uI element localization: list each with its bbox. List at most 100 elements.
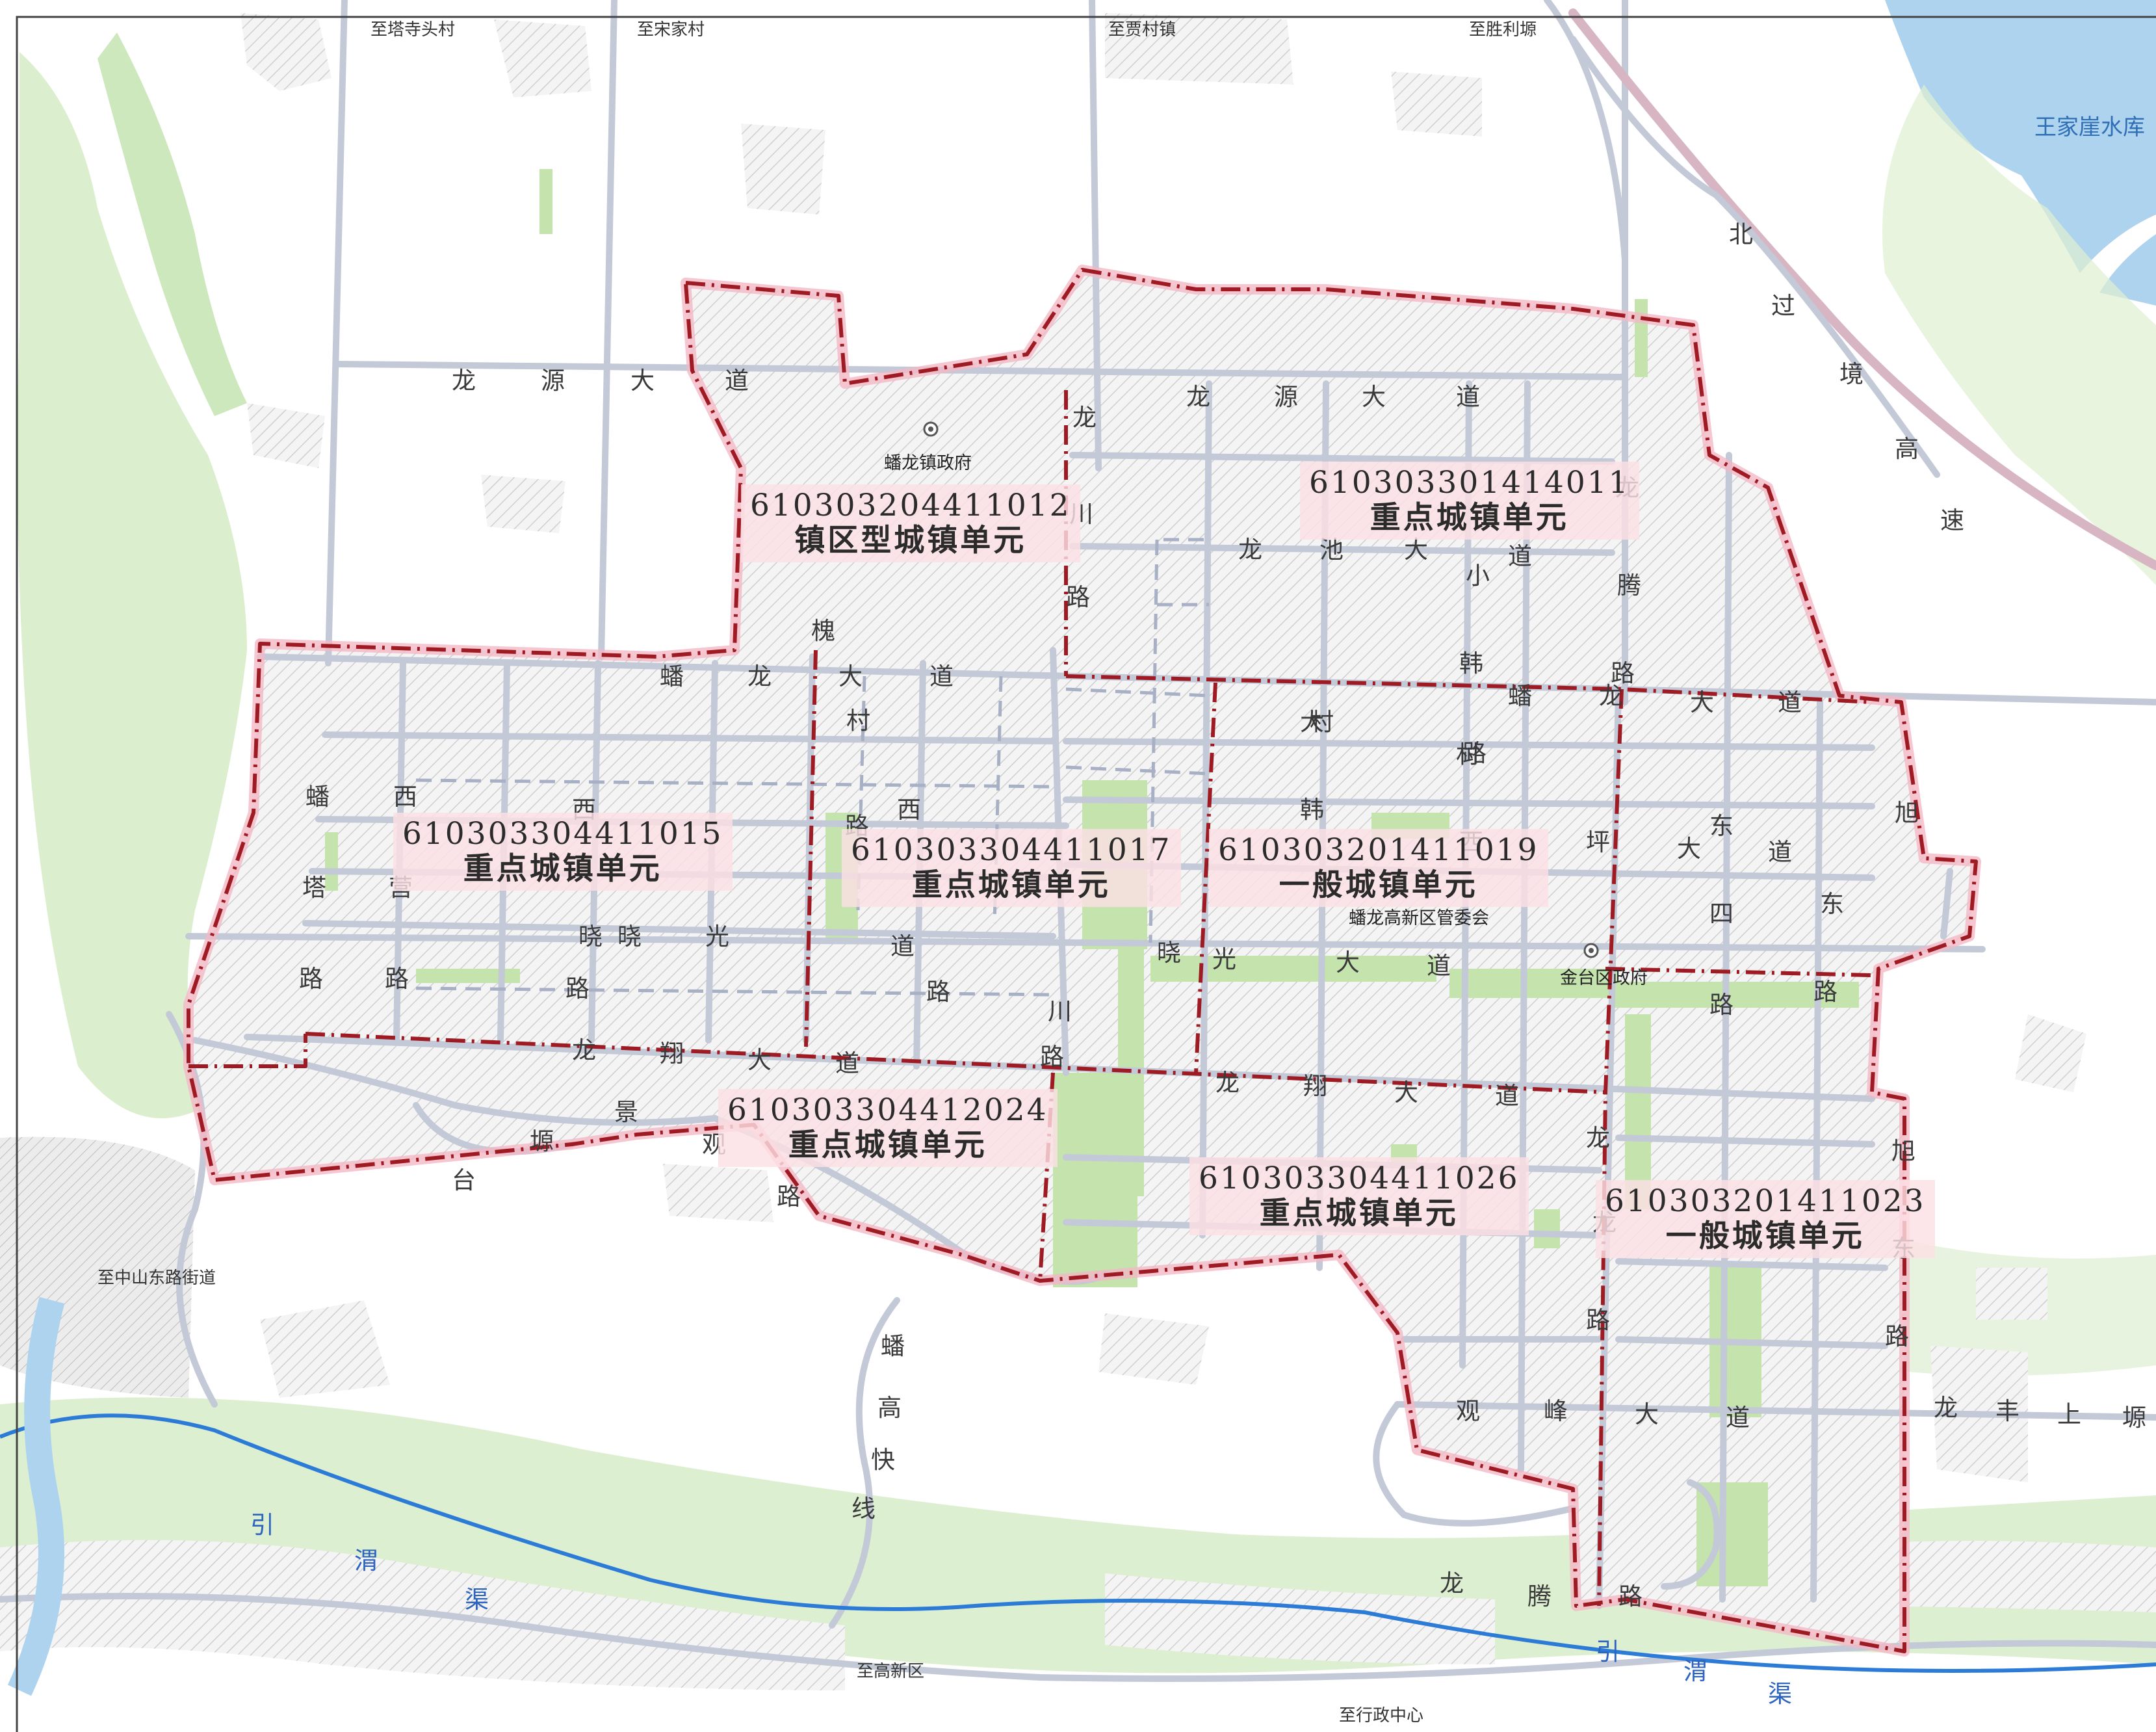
road-char: 塬 [530, 1127, 554, 1155]
west-river [7, 1296, 65, 1696]
road-char: 龙 [1215, 1069, 1240, 1097]
road-char: 路 [1709, 991, 1734, 1019]
road-char: 光 [1212, 945, 1236, 973]
road-char: 小 [1466, 562, 1490, 590]
road-char: 道 [1508, 542, 1532, 570]
road-char: 大 [1677, 835, 1701, 863]
road-char: 东 [1709, 812, 1734, 840]
reservoir-water [1885, 0, 2156, 273]
poi-markers [923, 421, 1599, 958]
dest-songjiacun: 至宋家村 [637, 20, 705, 40]
road-char: 村 [1456, 741, 1480, 768]
canal-char: 引 [1596, 1638, 1620, 1666]
road-char: 龙 [1586, 1124, 1610, 1152]
road-char: 腾 [1527, 1582, 1552, 1610]
road-char: 线 [851, 1495, 876, 1523]
unit-type: 一般城镇单元 [1279, 867, 1478, 904]
road-char: 蟠 [305, 783, 330, 811]
road-char: 大 [1635, 1400, 1659, 1428]
road-char: 道 [835, 1049, 859, 1077]
road-char: 晓 [617, 923, 642, 951]
unit-type: 镇区型城镇单元 [794, 523, 1027, 559]
unit-code: 610303304411026 [1199, 1161, 1520, 1196]
road-char: 路 [565, 975, 590, 1003]
road-char: 韩 [1300, 796, 1324, 824]
road-char: 大 [1394, 1079, 1418, 1107]
road-char: 西 [897, 796, 921, 824]
green-slope-northeast [1882, 85, 2156, 585]
road-char: 景 [614, 1098, 638, 1126]
road-char: 池 [1319, 536, 1344, 564]
road-char: 速 [1940, 506, 1964, 534]
poi-jintai-gov: 金台区政府 [1560, 968, 1648, 988]
unit-label: 610303304411026 重点城镇单元 [1189, 1157, 1529, 1236]
road-char: 道 [929, 663, 954, 690]
road-char: 西 [393, 783, 417, 811]
road-char: 龙 [1238, 536, 1262, 564]
yinwei-canal [0, 1413, 2156, 1673]
canal-char: 渠 [465, 1586, 489, 1614]
road-char: 路 [1462, 739, 1487, 767]
unit-label: 610303304411015 重点城镇单元 [393, 813, 733, 891]
road-char: 塔 [302, 874, 326, 902]
unit-code: 610303301414011 [1309, 465, 1630, 501]
canal-char: 引 [250, 1511, 274, 1539]
road-char: 腾 [1617, 571, 1641, 599]
green-slope-west [17, 52, 248, 1118]
unit-type: 重点城镇单元 [1370, 500, 1569, 536]
road-char: 翔 [660, 1040, 684, 1068]
road-char: 观 [1456, 1397, 1480, 1425]
road-char: 大 [630, 367, 655, 395]
road-char: 道 [1427, 952, 1451, 980]
road-char: 村 [846, 707, 870, 735]
road-char: 路 [1618, 1582, 1643, 1610]
unit-label: 610303201411019 一般城镇单元 [1209, 829, 1548, 908]
road-char: 村 [1310, 708, 1334, 736]
road-char: 大 [1336, 949, 1360, 977]
road-char: 道 [1778, 689, 1802, 716]
unit-code: 610303304412024 [727, 1092, 1048, 1128]
road-char: 路 [299, 965, 323, 993]
road-char: 龙 [1186, 383, 1210, 411]
road-char: 上 [2057, 1400, 2081, 1428]
road-char: 东 [1820, 890, 1844, 918]
road-char: 北 [1729, 220, 1753, 248]
road-char: 大 [1690, 689, 1714, 716]
road-char: 大 [1404, 536, 1428, 564]
road-char: 龙 [1934, 1394, 1958, 1422]
road-char: 塬 [2122, 1404, 2146, 1432]
unit-type: 一般城镇单元 [1665, 1218, 1865, 1255]
unit-code: 610303201411023 [1605, 1183, 1926, 1219]
road-char: 大 [1362, 383, 1386, 411]
road-char: 过 [1771, 292, 1795, 320]
canal-char: 渭 [1683, 1657, 1708, 1685]
dest-shengliyuan: 至胜利塬 [1469, 20, 1537, 40]
road-char: 光 [705, 923, 729, 951]
park-strips [325, 169, 1859, 1586]
road-char: 境 [1839, 360, 1864, 388]
unit-label: 610303304411017 重点城镇单元 [842, 829, 1181, 908]
road-char: 四 [1709, 900, 1734, 928]
road-char: 韩 [1459, 650, 1483, 677]
road-char: 高 [1895, 435, 1919, 463]
dest-gaoxinqu: 至高新区 [857, 1662, 925, 1681]
road-char: 龙 [1599, 682, 1623, 710]
road-char: 道 [725, 367, 749, 395]
road-char: 晓 [578, 923, 603, 951]
road-char: 坪 [1586, 828, 1610, 856]
unit-type: 重点城镇单元 [1259, 1196, 1459, 1232]
road-char: 路 [385, 965, 409, 993]
road-char: 晓 [1157, 939, 1181, 967]
unit-label: 610303204411012 镇区型城镇单元 [741, 484, 1080, 563]
road-char: 龙 [1440, 1569, 1464, 1597]
unit-type: 重点城镇单元 [463, 851, 662, 887]
road-char: 龙 [572, 1036, 596, 1064]
road-char: 道 [1456, 383, 1480, 411]
road-char: 路 [777, 1183, 801, 1211]
road-char: 源 [541, 367, 565, 395]
unit-code: 610303304411015 [402, 816, 723, 852]
road-char: 道 [1726, 1404, 1750, 1432]
road-char: 路 [1040, 1043, 1064, 1071]
map-frame [16, 16, 2156, 1732]
